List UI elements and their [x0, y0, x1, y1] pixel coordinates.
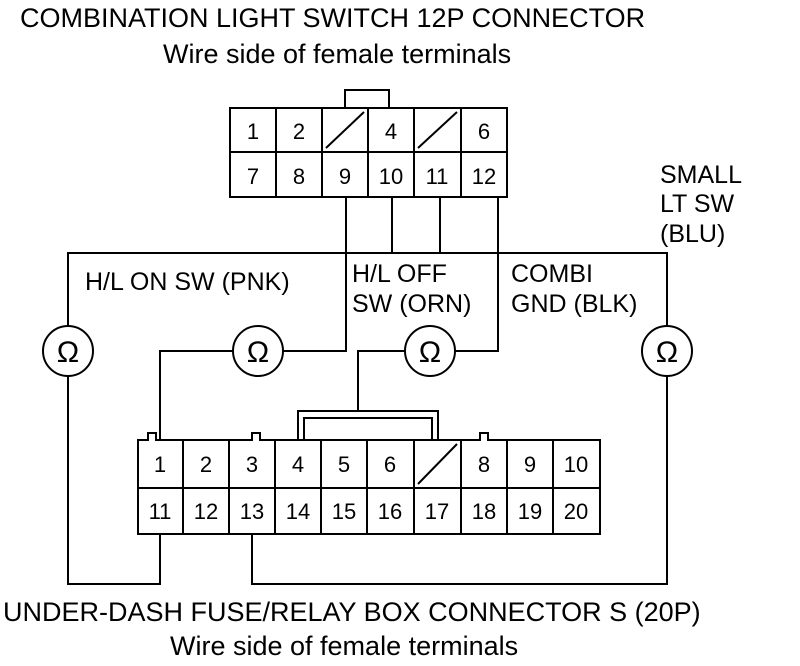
bottom-connector: 1 2 3 4 5 6 8 9 10 11 12 13 14 15 16 17 … [137, 410, 601, 535]
bottom-pin: 9 [524, 452, 536, 477]
bottom-connector-body [137, 432, 601, 535]
top-connector-latch [344, 89, 390, 110]
ohmmeter-icon: Ω [404, 325, 456, 377]
small-lt-sw-label-3: (BLU) [660, 220, 725, 248]
bottom-pin: 16 [378, 499, 402, 524]
svg-text:Ω: Ω [57, 336, 79, 369]
wire-pin12-to-meter3 [455, 196, 499, 352]
small-lt-sw-label-2: LT SW [660, 190, 734, 218]
combi-gnd-label-1: COMBI [511, 260, 593, 288]
bottom-pin: 15 [332, 499, 356, 524]
svg-text:Ω: Ω [247, 336, 269, 369]
bottom-pin: 12 [194, 499, 218, 524]
top-pin: 6 [478, 119, 490, 144]
ohmmeter-icon: Ω [232, 325, 284, 377]
combi-gnd-label-2: GND (BLK) [511, 290, 637, 318]
bottom-connector-latch-inner [303, 417, 433, 442]
bottom-pin: 14 [286, 499, 310, 524]
top-pin: 8 [293, 164, 305, 189]
top-pin: 12 [472, 164, 496, 189]
hl-on-sw-label: H/L ON SW (PNK) [85, 268, 290, 296]
bottom-connector-title: UNDER-DASH FUSE/RELAY BOX CONNECTOR S (2… [3, 597, 701, 627]
top-pin: 4 [385, 119, 397, 144]
top-pin: 9 [339, 164, 351, 189]
svg-text:Ω: Ω [656, 336, 678, 369]
bottom-pin: 6 [384, 452, 396, 477]
top-pin: 11 [426, 164, 449, 189]
wire-small-lt-sw [67, 252, 668, 326]
hl-off-sw-label-2: SW (ORN) [352, 290, 471, 318]
bottom-pin: 2 [200, 452, 212, 477]
small-lt-sw-label-1: SMALL [660, 161, 742, 189]
bottom-pin: 4 [292, 452, 304, 477]
wire-pin11-to-left-meter [67, 376, 161, 585]
svg-text:Ω: Ω [419, 336, 441, 369]
bottom-pin: 20 [564, 499, 588, 524]
ohmmeter-icon: Ω [641, 325, 693, 377]
top-pin: 7 [247, 164, 259, 189]
bottom-pin: 13 [240, 499, 264, 524]
ohmmeter-icon: Ω [42, 325, 94, 377]
blank-terminal-slash [417, 443, 458, 485]
bottom-pin: 18 [472, 499, 496, 524]
bottom-pin: 8 [478, 452, 490, 477]
bottom-pin: 1 [154, 452, 166, 477]
top-pin: 1 [247, 119, 259, 144]
top-pin: 10 [379, 164, 403, 189]
hl-off-sw-label-1: H/L OFF [352, 260, 447, 288]
wires [67, 196, 668, 585]
bottom-pin: 17 [425, 499, 449, 524]
bottom-pin: 5 [338, 452, 350, 477]
wire-right-meter-to-pin13 [251, 376, 668, 585]
blank-terminal-slash [325, 111, 365, 149]
top-connector-subtitle: Wire side of female terminals [163, 39, 511, 69]
bottom-connector-subtitle: Wire side of female terminals [170, 631, 518, 661]
bottom-pin: 10 [564, 452, 588, 477]
wire-pin9-to-meter2 [283, 196, 347, 352]
blank-terminal-slash [417, 111, 458, 149]
top-pin: 2 [293, 119, 305, 144]
bottom-pin: 3 [246, 452, 258, 477]
bottom-pin: 19 [518, 499, 542, 524]
top-connector-title: COMBINATION LIGHT SWITCH 12P CONNECTOR [20, 3, 645, 33]
bottom-pin: 11 [149, 499, 172, 524]
wire-meter2-to-pin1 [159, 350, 233, 440]
top-connector: 1 2 4 6 7 8 9 10 11 12 [229, 89, 508, 198]
